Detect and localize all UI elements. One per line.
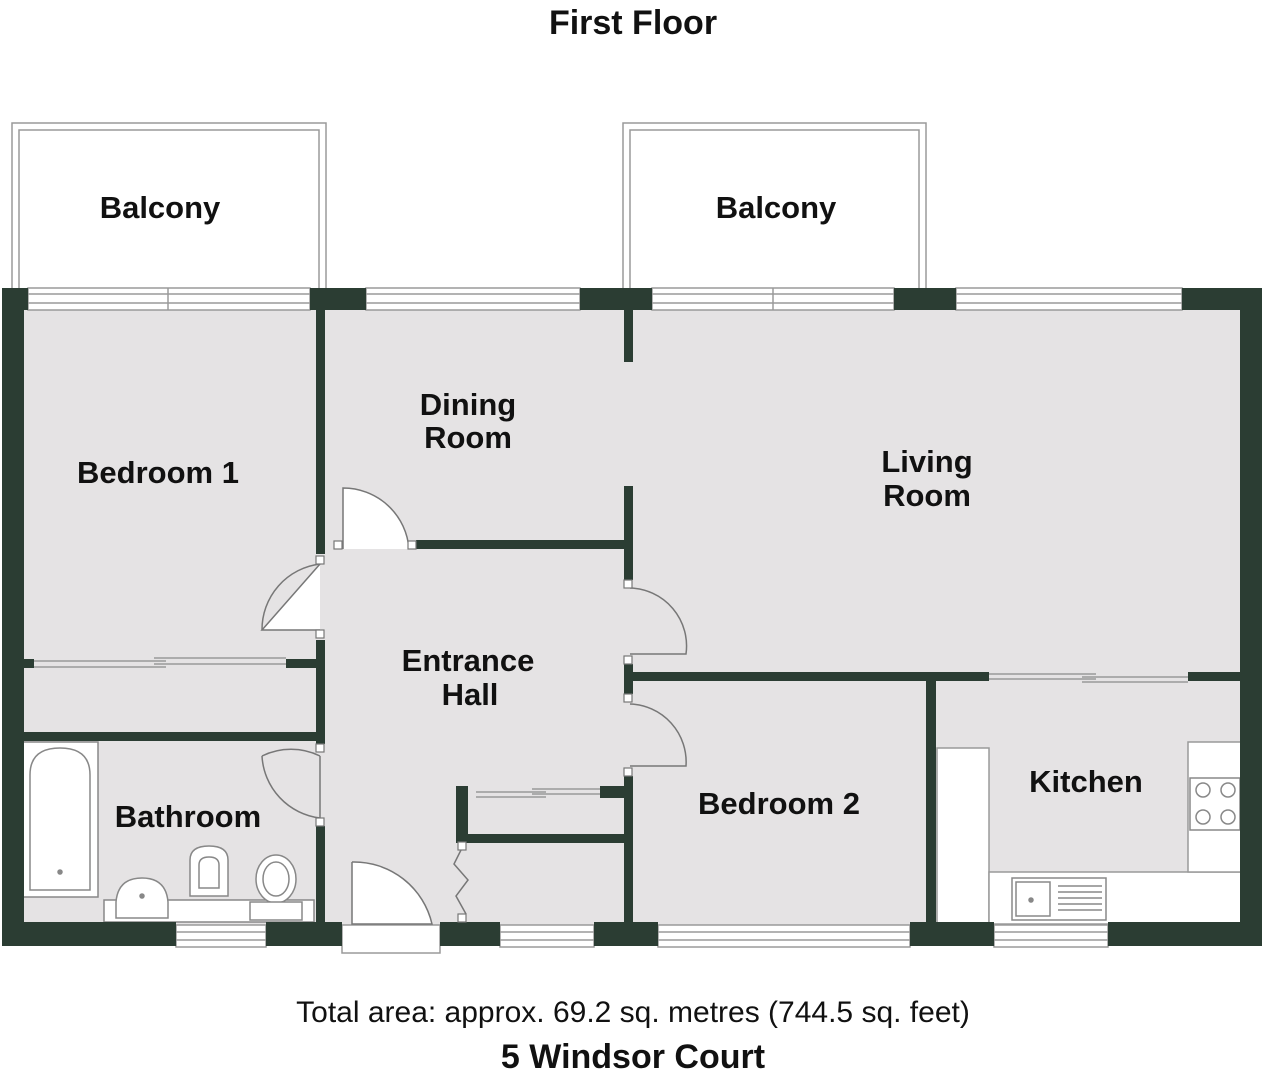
bidet	[189, 845, 229, 897]
windows	[27, 287, 1183, 954]
kitchen-label: Kitchen	[1029, 764, 1143, 799]
door-jambs	[315, 540, 633, 923]
plan-title: First Floor	[548, 4, 718, 42]
walls	[2, 288, 1262, 946]
sliding-doors	[34, 657, 1188, 798]
dining-label-line1: Dining	[420, 387, 516, 422]
kitchen-sink	[1011, 877, 1107, 921]
balcony-left	[11, 122, 327, 291]
door-swings	[260, 487, 688, 925]
bathroom-label: Bathroom	[115, 799, 261, 834]
balcony-right-label: Balcony	[716, 190, 837, 225]
kitchen-worktops	[936, 741, 1243, 925]
balcony-right	[622, 122, 927, 291]
hall-label-line2: Hall	[442, 677, 499, 712]
living-label-line1: Living	[881, 444, 972, 479]
bedroom2-label: Bedroom 2	[698, 786, 860, 821]
bedroom1-label: Bedroom 1	[77, 455, 239, 490]
toilet	[249, 854, 303, 921]
dining-label-line2: Room	[424, 420, 512, 455]
property-address: 5 Windsor Court	[500, 1038, 766, 1076]
hall-label-line1: Entrance	[402, 643, 535, 678]
total-area: Total area: approx. 69.2 sq. metres (744…	[296, 996, 970, 1029]
living-label-line2: Room	[883, 478, 971, 513]
balcony-left-label: Balcony	[100, 190, 221, 225]
bathtub	[21, 741, 99, 898]
